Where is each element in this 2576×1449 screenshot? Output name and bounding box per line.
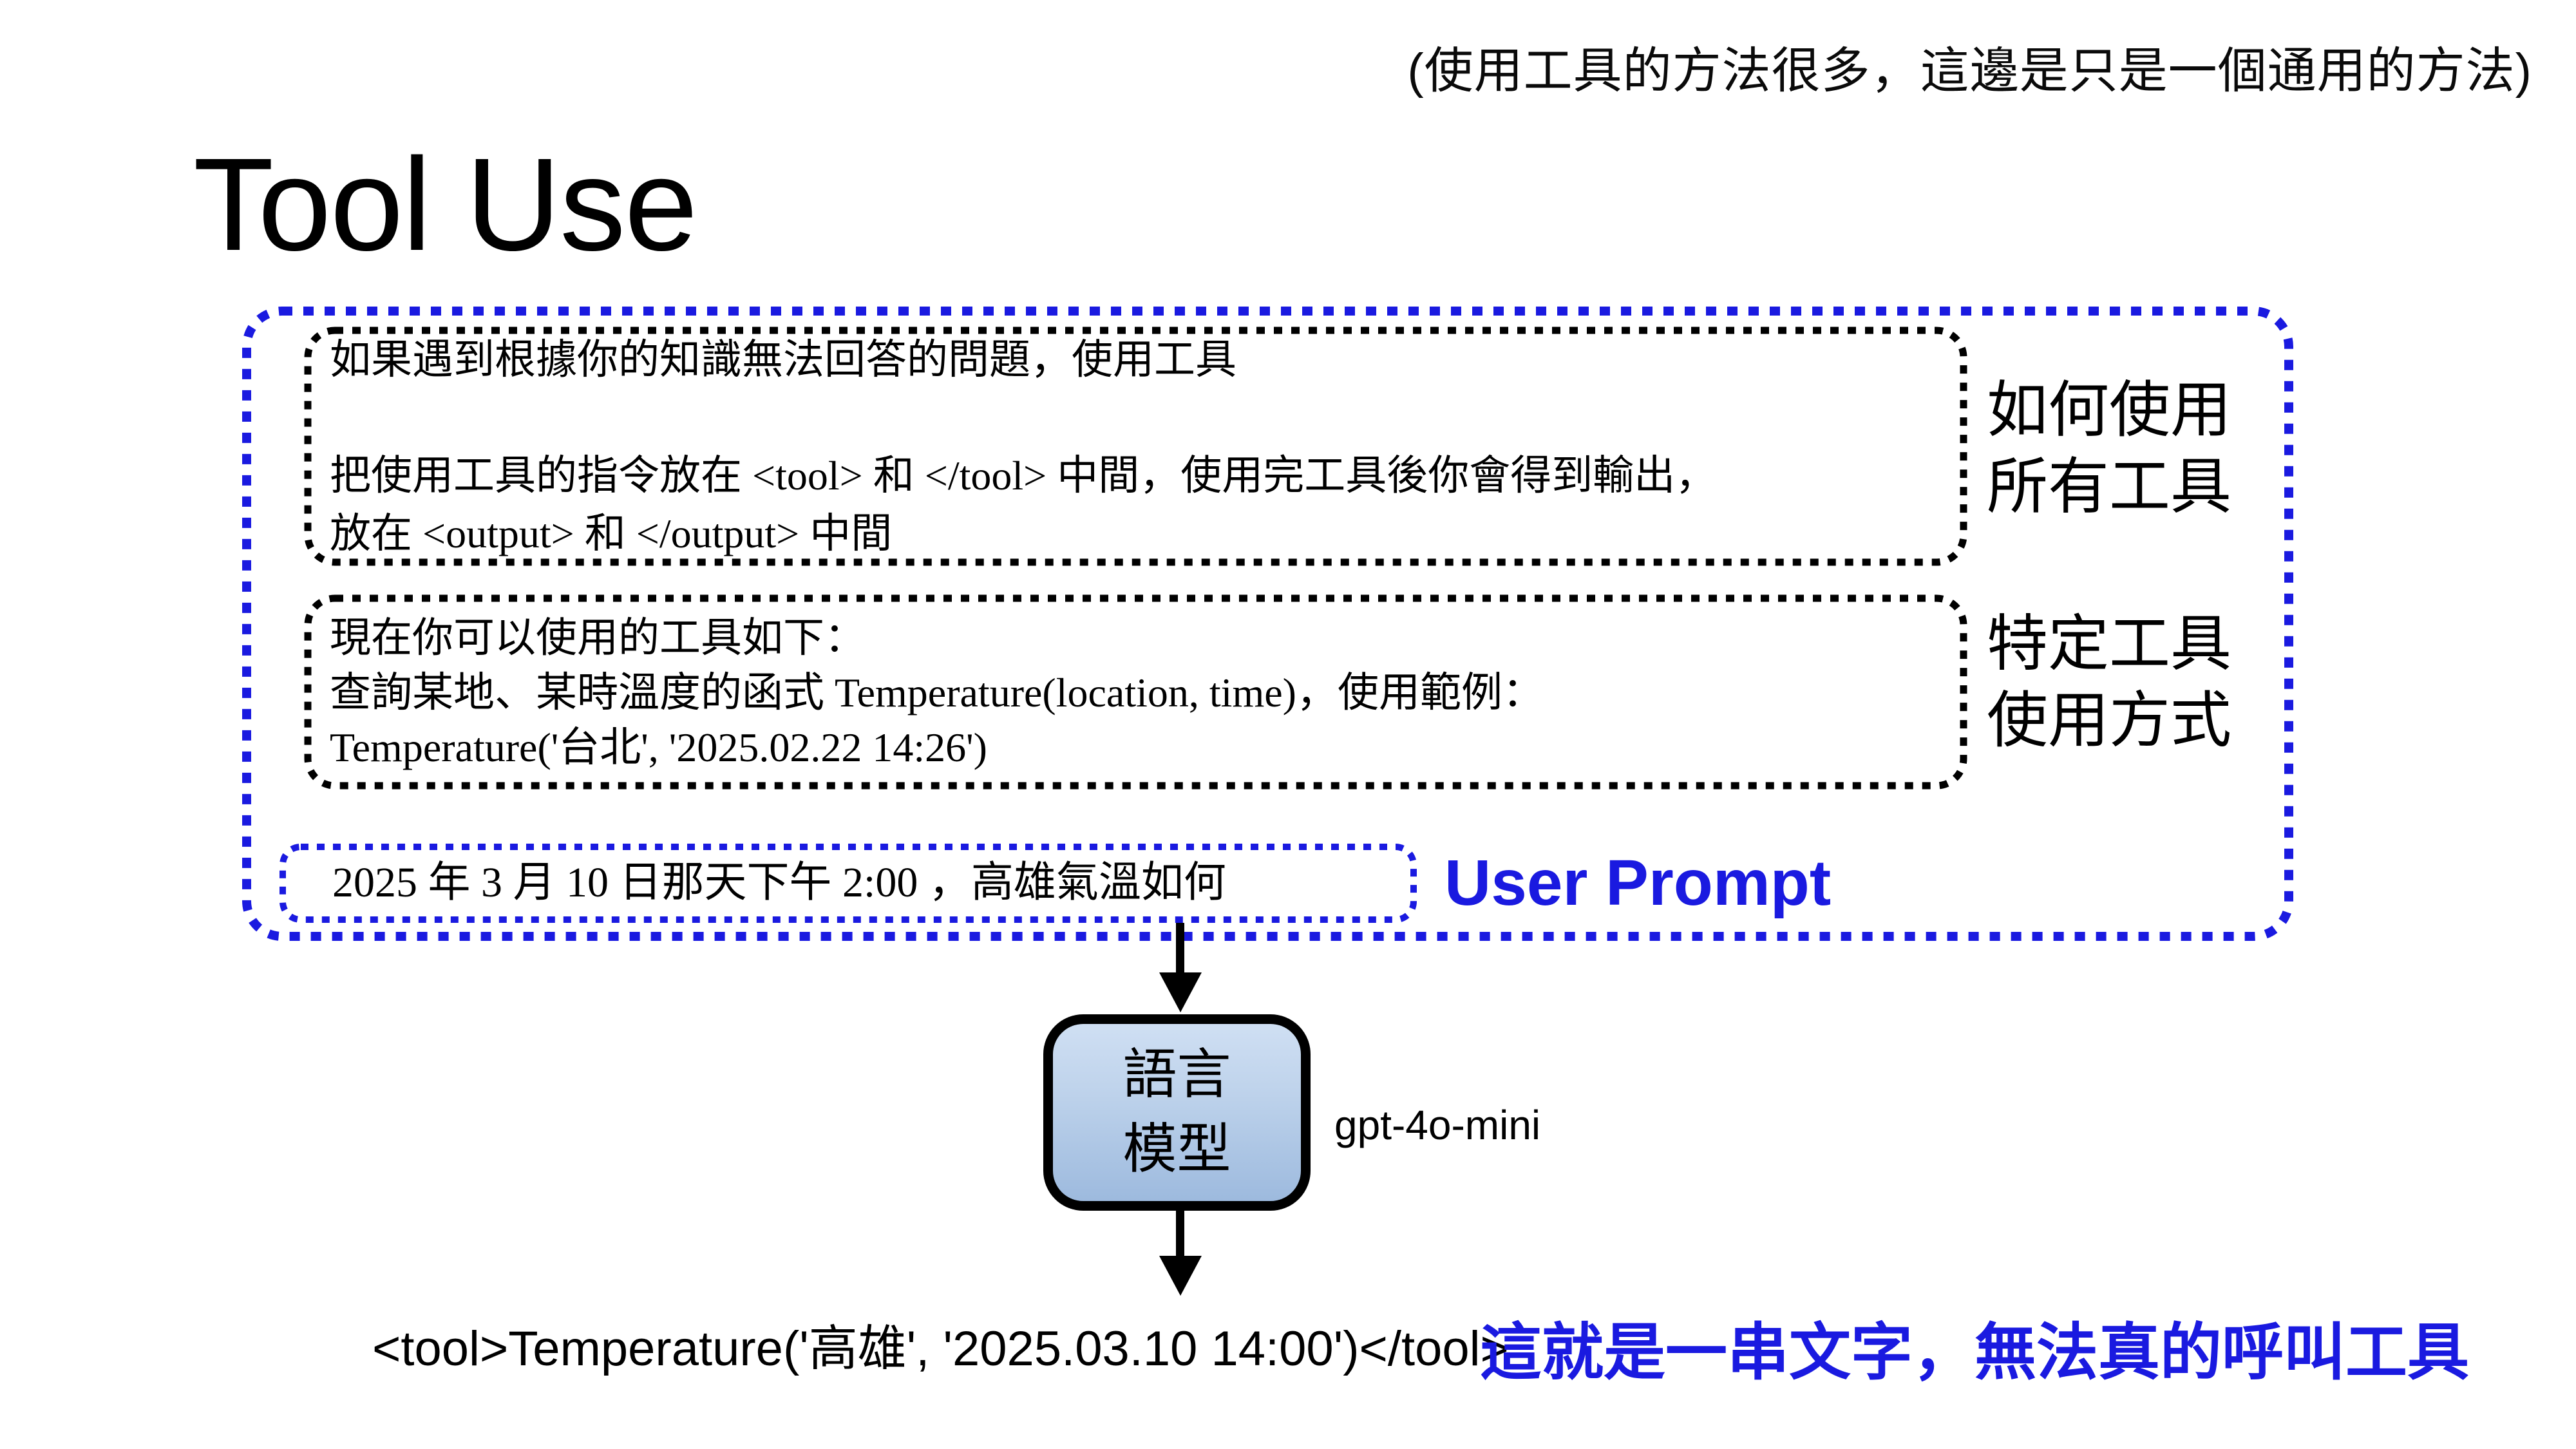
language-model-name-line-1: 語言 [1122,1045,1231,1105]
prompt-outer-box-border [242,307,2293,941]
tool-spec-line-1: 現在你可以使用的工具如下： [330,615,866,661]
arrow-prompt-to-model-head [1159,972,1202,1012]
tool-spec-text: 現在你可以使用的工具如下： 查詢某地、某時溫度的函式 Temperature(l… [330,611,1940,775]
blank-line [330,389,1940,447]
tool-spec-side-label-line-1: 特定工具 [1987,610,2232,678]
output-note: 這就是一串文字，無法真的呼叫工具 [1480,1318,2469,1387]
arrow-model-to-output-head [1159,1256,1202,1296]
language-model-node: 語言 模型 [1043,1014,1311,1211]
system-instructions-line-3: 放在 <output> 和 </output> 中間 [330,511,893,556]
tool-spec-side-label: 特定工具 使用方式 [1987,606,2322,759]
arrow-model-to-output-shaft [1176,1209,1184,1257]
system-instructions-line-1: 如果遇到根據你的知識無法回答的問題，使用工具 [330,337,1236,383]
tool-spec-line-2: 查詢某地、某時溫度的函式 Temperature(location, time)… [330,670,1544,715]
language-model-name-line-2: 模型 [1122,1120,1231,1180]
model-id-label: gpt-4o-mini [1334,1102,1541,1148]
system-box-side-label-line-2: 所有工具 [1987,453,2232,521]
page-title: Tool Use [193,131,698,278]
arrow-prompt-to-model-shaft [1176,923,1184,974]
system-box-side-label-line-1: 如何使用 [1987,376,2232,444]
system-instructions-box-border [304,327,1967,566]
user-prompt-text: 2025 年 3 月 10 日那天下午 2:00 ，高雄氣溫如何 [332,859,1226,906]
user-prompt-label: User Prompt [1444,847,1832,919]
language-model-node-text: 語言 模型 [1053,1038,1301,1188]
system-instructions-text: 如果遇到根據你的知識無法回答的問題，使用工具 把使用工具的指令放在 <tool>… [330,331,1940,563]
user-prompt-box-border [279,844,1417,923]
tool-spec-box-border [304,594,1967,790]
slide-annotation: (使用工具的方法很多，這邊是只是一個通用的方法) [1407,44,2532,99]
model-output-tool-call: <tool>Temperature('高雄', '2025.03.10 14:0… [372,1321,1509,1376]
tool-spec-line-3: Temperature('台北', '2025.02.22 14:26') [330,724,987,770]
system-box-side-label: 如何使用 所有工具 [1987,372,2322,526]
system-instructions-line-2: 把使用工具的指令放在 <tool> 和 </tool> 中間，使用完工具後你會得… [330,453,1717,498]
tool-spec-side-label-line-2: 使用方式 [1987,687,2232,755]
